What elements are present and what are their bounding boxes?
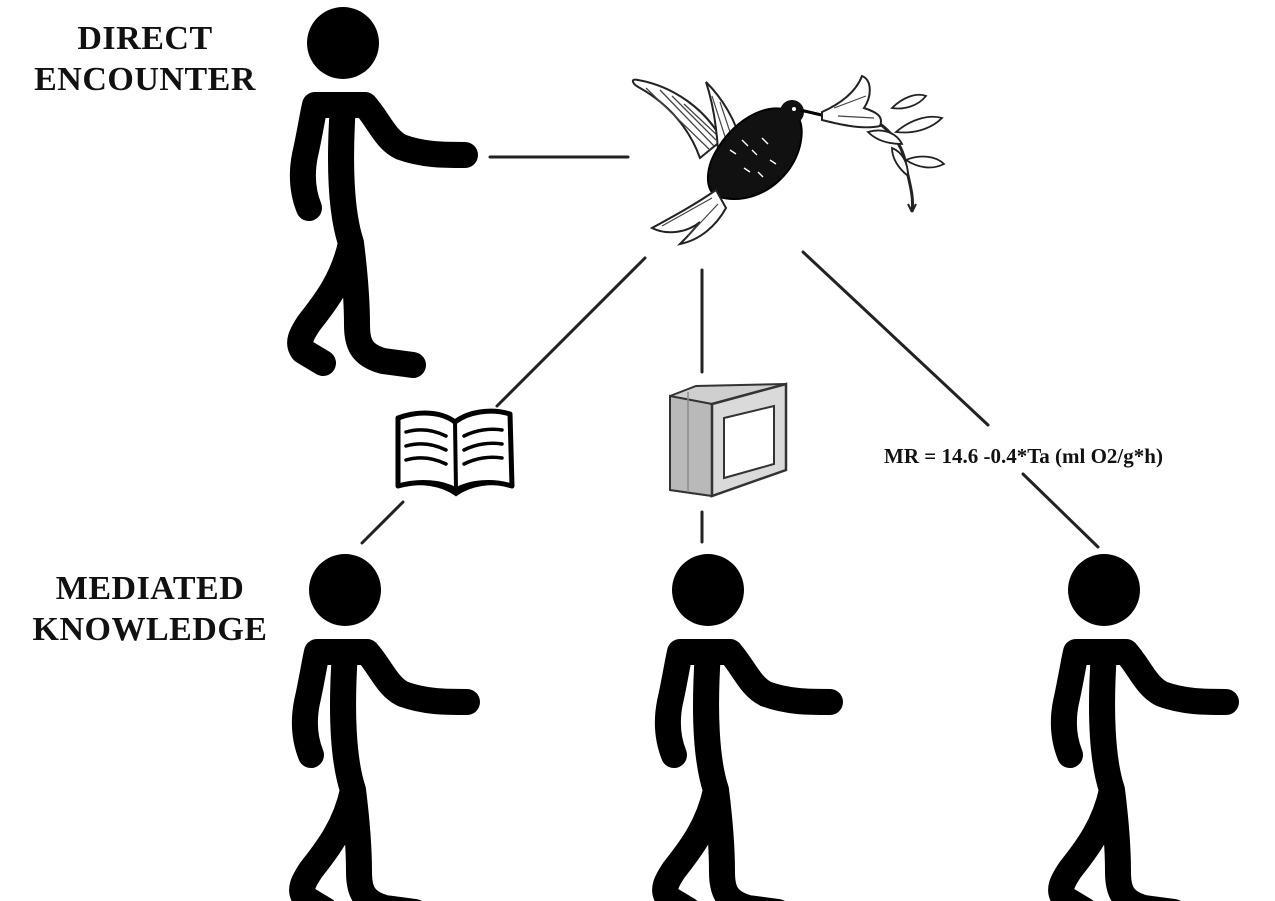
connector-bird-book <box>495 256 647 408</box>
mediated-figure-book <box>302 554 467 901</box>
mediated-figure-formula <box>1061 554 1226 901</box>
metabolic-rate-formula: MR = 14.6 -0.4*Ta (ml O2/g*h) <box>884 444 1163 468</box>
connector-formula-person <box>1021 472 1100 549</box>
computer-monitor-icon <box>669 382 788 498</box>
mediated-knowledge-label: MEDIATED KNOWLEDGE <box>10 568 290 650</box>
mediated-label-line1: MEDIATED <box>55 570 245 607</box>
connector-bird-formula <box>801 250 990 427</box>
direct-encounter-label: DIRECT ENCOUNTER <box>10 18 280 100</box>
mediated-label-line2: KNOWLEDGE <box>32 611 268 648</box>
direct-label-line1: DIRECT <box>77 20 213 57</box>
open-book-icon <box>395 408 515 497</box>
direct-encounter-figure <box>300 7 465 365</box>
mediated-figure-monitor <box>665 554 830 901</box>
direct-label-line2: ENCOUNTER <box>34 61 256 98</box>
connector-book-person <box>360 500 405 545</box>
hummingbird-with-flower-icon <box>632 74 946 246</box>
